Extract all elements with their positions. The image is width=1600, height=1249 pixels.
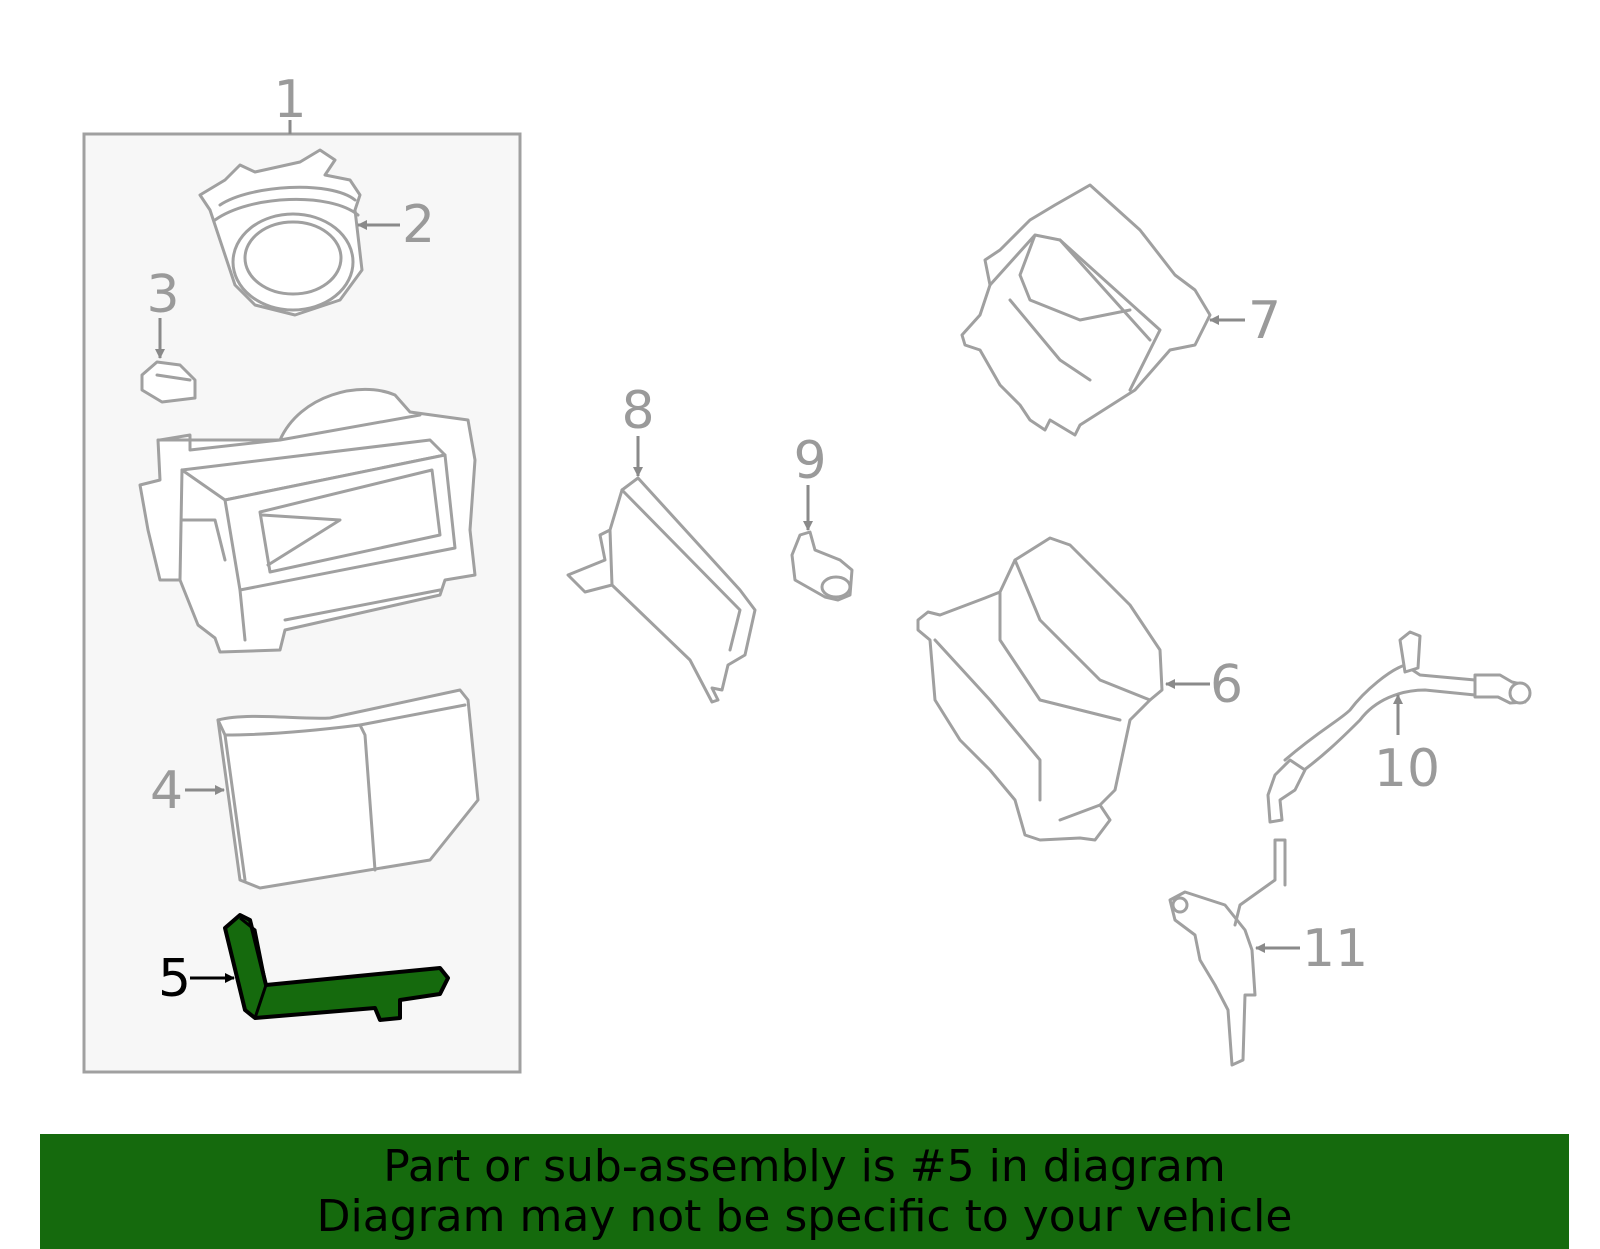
callout-1[interactable]: 1 [273, 70, 306, 130]
banner-line-2: Diagram may not be specific to your vehi… [316, 1191, 1293, 1242]
callout-10[interactable]: 10 [1374, 739, 1440, 799]
callout-5[interactable]: 5 [158, 949, 191, 1009]
part-7-upper-housing[interactable]: 7 [960, 183, 1281, 437]
parts-diagram: 1 2 3 4 5 [82, 70, 1532, 1074]
part-11-bracket[interactable]: 11 [1168, 838, 1368, 1067]
part-5-highlighted[interactable]: 5 [158, 913, 450, 1022]
callout-11[interactable]: 11 [1302, 919, 1368, 979]
callout-2[interactable]: 2 [402, 195, 435, 255]
callout-7[interactable]: 7 [1248, 291, 1281, 351]
callout-6[interactable]: 6 [1210, 655, 1243, 715]
callout-8[interactable]: 8 [621, 381, 654, 441]
part-8-bracket[interactable]: 8 [566, 381, 757, 704]
part-6-housing[interactable]: 6 [916, 536, 1243, 842]
part-10-hose[interactable]: 10 [1266, 630, 1532, 824]
info-banner: Part or sub-assembly is #5 in diagram Di… [40, 1134, 1569, 1249]
callout-3[interactable]: 3 [146, 265, 179, 325]
banner-line-1: Part or sub-assembly is #5 in diagram [383, 1141, 1226, 1192]
callout-4[interactable]: 4 [150, 761, 183, 821]
part-4-filter[interactable]: 4 [150, 688, 480, 890]
part-9-sensor[interactable]: 9 [790, 431, 854, 602]
air-cleaner-lower-housing [138, 387, 477, 654]
part-3-clip[interactable]: 3 [140, 265, 197, 404]
callout-9[interactable]: 9 [793, 431, 826, 491]
part-2-duct-ring[interactable]: 2 [198, 148, 435, 317]
